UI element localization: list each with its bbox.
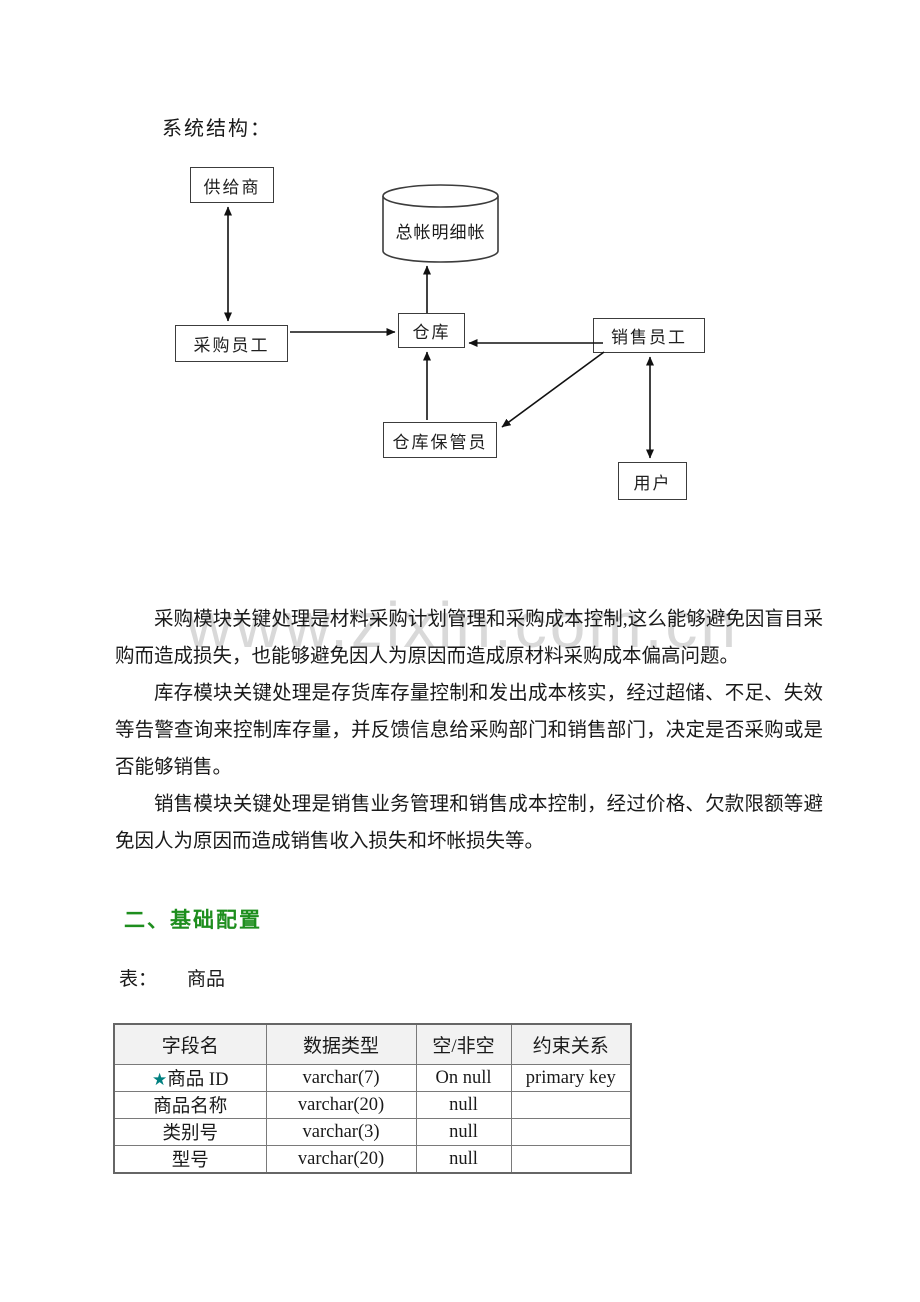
table-caption-name: 商品 <box>187 969 226 990</box>
table-row: 类别号 varchar(3) null <box>113 1118 632 1146</box>
header-field-name: 字段名 <box>113 1023 267 1065</box>
diagram-node-warehouse-keeper: 仓库保管员 <box>383 422 497 458</box>
cell-constraint: primary key <box>510 1064 632 1092</box>
diagram-connectors <box>224 184 654 459</box>
cell-nullable: On null <box>415 1064 512 1092</box>
field-definition-table: 字段名 数据类型 空/非空 约束关系 ★商品 ID varchar(7) On … <box>113 1023 632 1174</box>
cell-data-type: varchar(20) <box>265 1091 417 1119</box>
field-name-text: 商品 ID <box>167 1070 229 1090</box>
paragraph-inventory-module: 库存模块关键处理是存货库存量控制和发出成本核实，经过超储、不足、失效等告警查询来… <box>115 683 823 778</box>
page-title: 系统结构： <box>162 118 272 140</box>
table-row: 商品名称 varchar(20) null <box>113 1091 632 1119</box>
header-nullable: 空/非空 <box>415 1023 512 1065</box>
primary-key-star-icon: ★ <box>152 1070 168 1089</box>
table-caption: 表： 商品 <box>119 964 225 991</box>
paragraph-purchasing-module: 采购模块关键处理是材料采购计划管理和采购成本控制,这么能够避免因盲目采购而造成损… <box>115 609 823 667</box>
cell-field-name: ★商品 ID <box>113 1064 267 1092</box>
cell-field-name: 型号 <box>113 1145 267 1174</box>
cell-field-name: 类别号 <box>113 1118 267 1146</box>
cell-data-type: varchar(7) <box>265 1064 417 1092</box>
paragraph-sales-module: 销售模块关键处理是销售业务管理和销售成本控制，经过价格、欠款限额等避免因人为原因… <box>115 794 823 852</box>
cell-data-type: varchar(3) <box>265 1118 417 1146</box>
table-row: 型号 varchar(20) null <box>113 1145 632 1174</box>
watermark: www.zixin.com.cn <box>186 589 739 661</box>
cell-nullable: null <box>415 1145 512 1174</box>
diagram-node-purchasing-staff: 采购员工 <box>175 325 288 362</box>
diagram-node-warehouse: 仓库 <box>398 313 465 348</box>
cell-constraint <box>510 1118 632 1146</box>
header-data-type: 数据类型 <box>265 1023 417 1065</box>
arrow-sales-keeper <box>501 351 605 428</box>
cell-nullable: null <box>415 1118 512 1146</box>
cell-constraint <box>510 1145 632 1174</box>
section-heading: 二、基础配置 <box>124 909 262 932</box>
diagram-node-sales-staff: 销售员工 <box>593 318 705 353</box>
header-constraint: 约束关系 <box>510 1023 632 1065</box>
table-row: ★商品 ID varchar(7) On null primary key <box>113 1064 632 1092</box>
cell-data-type: varchar(20) <box>265 1145 417 1174</box>
cell-field-name: 商品名称 <box>113 1091 267 1119</box>
body-text: 采购模块关键处理是材料采购计划管理和采购成本控制,这么能够避免因盲目采购而造成损… <box>115 601 823 860</box>
diagram-node-supplier: 供给商 <box>190 167 274 203</box>
cell-nullable: null <box>415 1091 512 1119</box>
diagram-node-user: 用户 <box>618 462 687 500</box>
table-caption-label: 表： <box>119 969 158 990</box>
cell-constraint <box>510 1091 632 1119</box>
diagram-node-ledger-label: 总帐明细帐 <box>395 223 486 242</box>
table-header-row: 字段名 数据类型 空/非空 约束关系 <box>113 1023 632 1065</box>
